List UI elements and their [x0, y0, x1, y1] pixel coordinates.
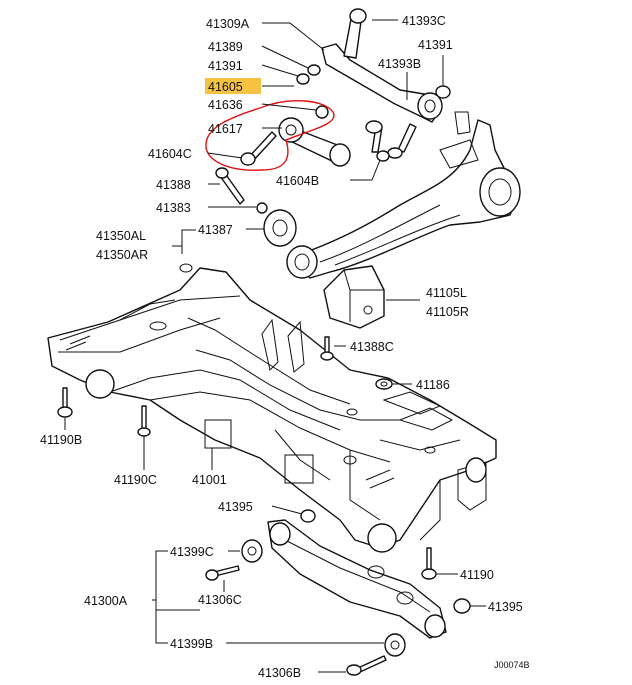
label-41350AL[interactable]: 41350AL: [96, 229, 146, 243]
bushing-41399C: [241, 539, 263, 563]
mount-bracket-left: [261, 318, 279, 371]
bushing-41387: [263, 209, 297, 247]
trailing-arm-41350A: [286, 111, 521, 279]
bolt-41306B-head: [346, 664, 362, 676]
bolt-41190B-head: [57, 406, 73, 418]
label-41388C[interactable]: 41388C: [350, 340, 394, 354]
bushing-41399C-inner: [247, 546, 257, 556]
upper-arm-41309A: [321, 8, 443, 123]
label-41393B[interactable]: 41393B: [378, 57, 421, 71]
label-41190C[interactable]: 41190C: [114, 473, 157, 487]
washer-41186: [375, 378, 393, 390]
bushing-41387-inner: [272, 219, 288, 237]
label-41387[interactable]: 41387: [198, 223, 233, 237]
highlight-circle: [205, 100, 335, 171]
label-41391-left[interactable]: 41391: [208, 59, 243, 73]
bracket-41105: [323, 265, 385, 329]
nut-41395-right: [453, 598, 471, 614]
bolt-41388-head: [215, 167, 229, 179]
bolt-41604C-head: [240, 152, 256, 166]
washer-41383: [256, 202, 268, 214]
nut-41395-top: [300, 509, 316, 523]
label-41617[interactable]: 41617: [208, 122, 243, 136]
label-41383[interactable]: 41383: [156, 201, 191, 215]
label-41395-right[interactable]: 41395: [488, 600, 523, 614]
label-41393C[interactable]: 41393C: [402, 14, 446, 28]
label-41388[interactable]: 41388: [156, 178, 191, 192]
bushing-41399B-inner: [390, 640, 400, 650]
leader-lines: [64, 19, 486, 673]
label-41636[interactable]: 41636: [208, 98, 243, 112]
label-41001[interactable]: 41001: [192, 473, 227, 487]
label-41350AR[interactable]: 41350AR: [96, 248, 148, 262]
toe-link-41617: [278, 105, 351, 167]
bolt-41190C-head: [137, 427, 151, 437]
part-highlight: [205, 78, 261, 94]
label-41389[interactable]: 41389: [208, 40, 243, 54]
label-41395-top[interactable]: 41395: [218, 500, 253, 514]
bolt-41306C-head: [205, 569, 219, 581]
bolt-41190-head: [421, 568, 437, 580]
bolt-41604B-head: [365, 120, 383, 134]
label-41391-right[interactable]: 41391: [418, 38, 453, 52]
washer-41389: [307, 64, 321, 76]
label-41300A[interactable]: 41300A: [84, 594, 128, 608]
label-41399B[interactable]: 41399B: [170, 637, 213, 651]
bushing-41399B: [384, 633, 406, 657]
reference-code: J00074B: [494, 660, 530, 670]
label-41306C[interactable]: 41306C: [198, 593, 242, 607]
label-41604B[interactable]: 41604B: [276, 174, 319, 188]
bolt-41393B: [397, 123, 417, 153]
label-41105L[interactable]: 41105L: [426, 286, 467, 300]
label-41605[interactable]: 41605: [208, 80, 243, 94]
bolt-41306B: [357, 655, 387, 673]
stabilizer-brackets: [382, 391, 454, 431]
crossmember-41001: [47, 263, 497, 553]
label-41190B[interactable]: 41190B: [40, 433, 82, 447]
label-41105R[interactable]: 41105R: [426, 305, 469, 319]
label-41309A[interactable]: 41309A: [206, 17, 250, 31]
label-41186[interactable]: 41186: [416, 378, 450, 392]
label-41306B[interactable]: 41306B: [258, 666, 301, 680]
nut-41391-left: [296, 73, 310, 85]
bolt-41393B-head: [387, 147, 403, 159]
label-41399C[interactable]: 41399C: [170, 545, 214, 559]
nut-41604B: [376, 150, 390, 162]
bolt-41388C-head: [320, 351, 334, 361]
nut-41391-right: [435, 85, 451, 99]
label-41604C[interactable]: 41604C: [148, 147, 192, 161]
label-41190[interactable]: 41190: [460, 568, 494, 582]
lower-arm-41300A: [267, 519, 447, 639]
washer-41186-hole: [380, 381, 388, 387]
mount-bracket-right: [287, 320, 305, 373]
